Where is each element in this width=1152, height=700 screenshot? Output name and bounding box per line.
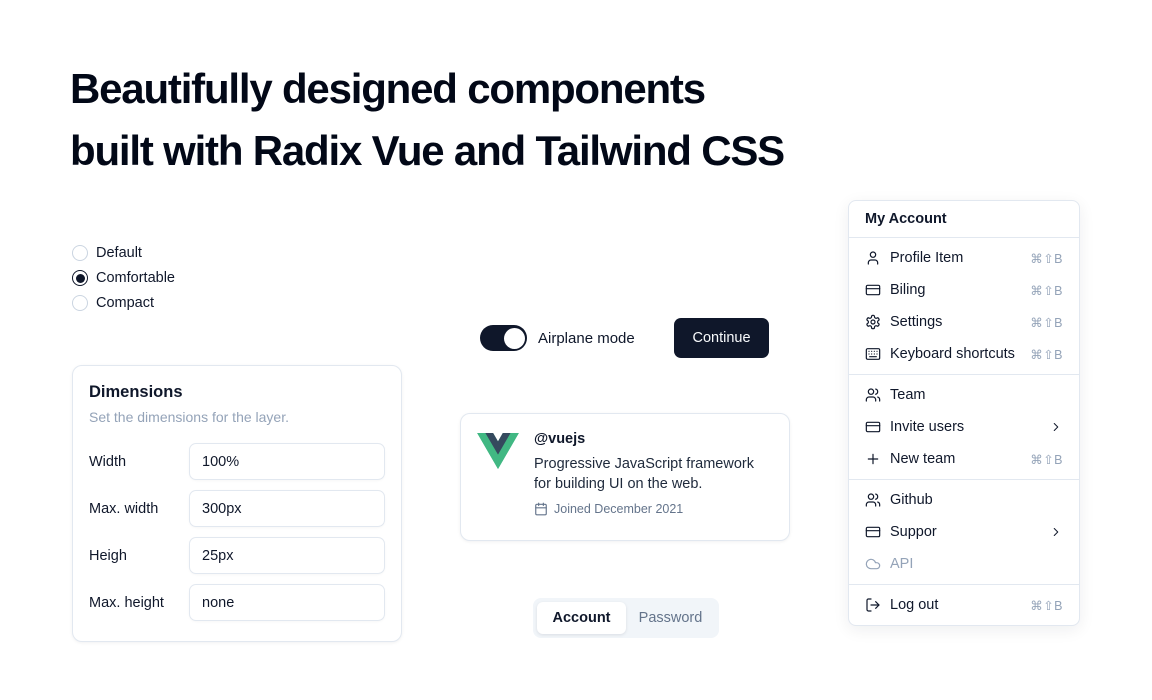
field-row-max-width: Max. width bbox=[89, 490, 385, 527]
radio-option-comfortable[interactable]: Comfortable bbox=[72, 270, 175, 286]
menu-item-label: Suppor bbox=[890, 524, 937, 540]
radio-group: Default Comfortable Compact bbox=[72, 245, 175, 311]
menu-item-label: Keyboard shortcuts bbox=[890, 346, 1015, 362]
menu-group-support: Github Suppor API bbox=[849, 480, 1079, 584]
menu-item-billing[interactable]: Biling ⌘⇧B bbox=[849, 274, 1079, 306]
menu-item-shortcut: ⌘⇧B bbox=[1030, 598, 1063, 613]
dimensions-fields: Width Max. width Heigh Max. height bbox=[89, 443, 385, 621]
airplane-mode-label: Airplane mode bbox=[538, 329, 635, 347]
users-icon bbox=[865, 387, 881, 403]
account-dropdown-menu: My Account Profile Item ⌘⇧B Biling ⌘⇧B bbox=[848, 200, 1080, 626]
hover-card-body: @vuejs Progressive JavaScript framework … bbox=[534, 431, 772, 523]
log-out-icon bbox=[865, 597, 881, 613]
tab-password[interactable]: Password bbox=[626, 602, 715, 634]
radio-label-comfortable: Comfortable bbox=[96, 270, 175, 286]
radio-circle-icon bbox=[72, 245, 88, 261]
menu-item-api: API bbox=[849, 548, 1079, 580]
plus-icon bbox=[865, 451, 881, 467]
chevron-right-icon bbox=[1049, 420, 1063, 434]
menu-separator bbox=[849, 479, 1079, 480]
support-icon bbox=[865, 524, 881, 540]
menu-item-shortcut: ⌘⇧B bbox=[1030, 452, 1063, 467]
menu-item-shortcut: ⌘⇧B bbox=[1030, 251, 1063, 266]
joined-row: Joined December 2021 bbox=[534, 502, 772, 516]
height-input[interactable] bbox=[189, 537, 385, 574]
menu-item-team[interactable]: Team bbox=[849, 379, 1079, 411]
menu-item-shortcut: ⌘⇧B bbox=[1030, 347, 1063, 362]
vuejs-handle: @vuejs bbox=[534, 431, 586, 447]
keyboard-icon bbox=[865, 346, 881, 362]
field-row-width: Width bbox=[89, 443, 385, 480]
calendar-icon bbox=[534, 502, 548, 516]
width-input[interactable] bbox=[189, 443, 385, 480]
page-title-line2: built with Radix Vue and Tailwind CSS bbox=[70, 127, 785, 174]
menu-item-github[interactable]: Github bbox=[849, 484, 1079, 516]
continue-button[interactable]: Continue bbox=[674, 318, 769, 358]
user-icon bbox=[865, 250, 881, 266]
switch-thumb bbox=[503, 327, 525, 349]
radio-option-compact[interactable]: Compact bbox=[72, 295, 175, 311]
menu-item-label: API bbox=[890, 556, 914, 572]
max-height-input[interactable] bbox=[189, 584, 385, 621]
max-width-input[interactable] bbox=[189, 490, 385, 527]
menu-group-profile: Profile Item ⌘⇧B Biling ⌘⇧B Settings ⌘⇧B bbox=[849, 238, 1079, 374]
airplane-mode-row: Airplane mode bbox=[480, 325, 635, 351]
dimensions-card-title: Dimensions bbox=[89, 383, 183, 401]
menu-item-new-team[interactable]: New team ⌘⇧B bbox=[849, 443, 1079, 475]
height-label: Heigh bbox=[89, 547, 127, 564]
cloud-icon bbox=[865, 556, 881, 572]
account-password-tabs: Account Password bbox=[533, 598, 719, 638]
menu-group-team: Team Invite users New team ⌘⇧B bbox=[849, 375, 1079, 479]
chevron-right-icon bbox=[1049, 525, 1063, 539]
menu-item-invite-users[interactable]: Invite users bbox=[849, 411, 1079, 443]
menu-item-support[interactable]: Suppor bbox=[849, 516, 1079, 548]
credit-card-icon bbox=[865, 282, 881, 298]
field-row-max-height: Max. height bbox=[89, 584, 385, 621]
gear-icon bbox=[865, 314, 881, 330]
menu-item-label: New team bbox=[890, 451, 956, 467]
menu-separator bbox=[849, 374, 1079, 375]
github-icon bbox=[865, 492, 881, 508]
width-label: Width bbox=[89, 453, 127, 470]
menu-item-profile[interactable]: Profile Item ⌘⇧B bbox=[849, 242, 1079, 274]
menu-item-shortcut: ⌘⇧B bbox=[1030, 283, 1063, 298]
menu-item-label: Invite users bbox=[890, 419, 965, 435]
field-row-height: Heigh bbox=[89, 537, 385, 574]
max-width-label: Max. width bbox=[89, 500, 159, 517]
menu-item-log-out[interactable]: Log out ⌘⇧B bbox=[849, 589, 1079, 621]
vue-logo-icon bbox=[477, 431, 519, 523]
vuejs-hover-card: @vuejs Progressive JavaScript framework … bbox=[460, 413, 790, 541]
max-height-label: Max. height bbox=[89, 594, 164, 611]
radio-circle-icon bbox=[72, 295, 88, 311]
menu-separator bbox=[849, 237, 1079, 238]
dimensions-card: Dimensions Set the dimensions for the la… bbox=[72, 365, 402, 642]
vuejs-description: Progressive JavaScript framework for bui… bbox=[534, 456, 754, 492]
menu-item-label: Log out bbox=[890, 597, 939, 613]
invite-users-icon bbox=[865, 419, 881, 435]
menu-item-shortcut: ⌘⇧B bbox=[1030, 315, 1063, 330]
joined-text: Joined December 2021 bbox=[554, 502, 684, 516]
page-title: Beautifully designed components built wi… bbox=[70, 58, 785, 182]
menu-item-label: Profile Item bbox=[890, 250, 964, 266]
menu-separator bbox=[849, 584, 1079, 585]
dimensions-card-subtitle: Set the dimensions for the layer. bbox=[89, 409, 289, 425]
menu-title: My Account bbox=[865, 211, 947, 227]
radio-label-compact: Compact bbox=[96, 295, 155, 311]
airplane-mode-switch[interactable] bbox=[480, 325, 527, 351]
menu-group-logout: Log out ⌘⇧B bbox=[849, 585, 1079, 625]
radio-option-default[interactable]: Default bbox=[72, 245, 175, 261]
menu-item-label: Settings bbox=[890, 314, 943, 330]
tab-account[interactable]: Account bbox=[537, 602, 626, 634]
menu-item-label: Team bbox=[890, 387, 926, 403]
radio-circle-checked-icon bbox=[72, 270, 88, 286]
page-title-line1: Beautifully designed components bbox=[70, 65, 706, 112]
menu-item-settings[interactable]: Settings ⌘⇧B bbox=[849, 306, 1079, 338]
menu-item-keyboard-shortcuts[interactable]: Keyboard shortcuts ⌘⇧B bbox=[849, 338, 1079, 370]
menu-item-label: Biling bbox=[890, 282, 926, 298]
menu-item-label: Github bbox=[890, 492, 933, 508]
radio-label-default: Default bbox=[96, 245, 142, 261]
